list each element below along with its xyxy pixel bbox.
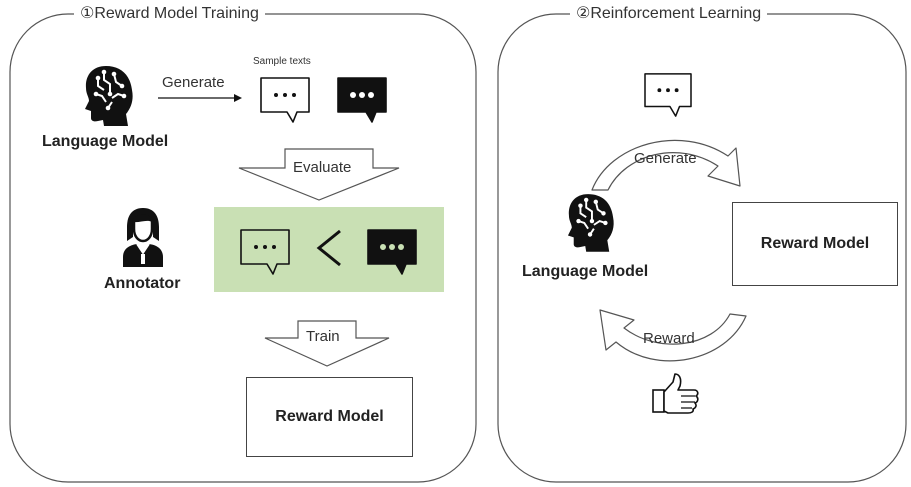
brain-head-icon [567, 192, 615, 252]
thumbs-up-icon [651, 372, 701, 414]
reward-model-box: Reward Model [732, 202, 898, 286]
reward-model-label: Reward Model [275, 408, 384, 425]
chat-bubble-outline-icon [259, 76, 311, 124]
chat-bubble-filled-icon [366, 228, 418, 276]
reward-curve-arrow-icon [599, 309, 747, 362]
chat-bubble-outline-icon [643, 72, 693, 118]
sample-texts-label: Sample texts [253, 56, 311, 67]
brain-head-icon [84, 64, 134, 126]
evaluate-label: Evaluate [293, 159, 352, 176]
reward-model-box: Reward Model [246, 377, 413, 457]
train-arrow-icon [264, 320, 390, 367]
language-model-label: Language Model [522, 263, 649, 280]
panel2-title: ②Reinforcement Learning [570, 4, 768, 24]
evaluate-arrow-icon [238, 148, 400, 201]
less-than-icon [314, 228, 344, 268]
chat-bubble-filled-icon [336, 76, 388, 124]
reward-label: Reward [643, 330, 695, 347]
chat-bubble-outline-icon [239, 228, 291, 276]
generate-label: Generate [634, 150, 697, 167]
annotator-icon [121, 207, 165, 267]
reward-model-label: Reward Model [760, 235, 870, 252]
language-model-label: Language Model [42, 133, 169, 150]
annotator-label: Annotator [104, 275, 181, 292]
train-label: Train [306, 328, 340, 345]
generate-curve-arrow-icon [591, 139, 741, 191]
generate-arrow-icon [158, 94, 242, 102]
generate-label: Generate [162, 74, 225, 91]
panel1-title: ①Reward Model Training [74, 4, 265, 24]
